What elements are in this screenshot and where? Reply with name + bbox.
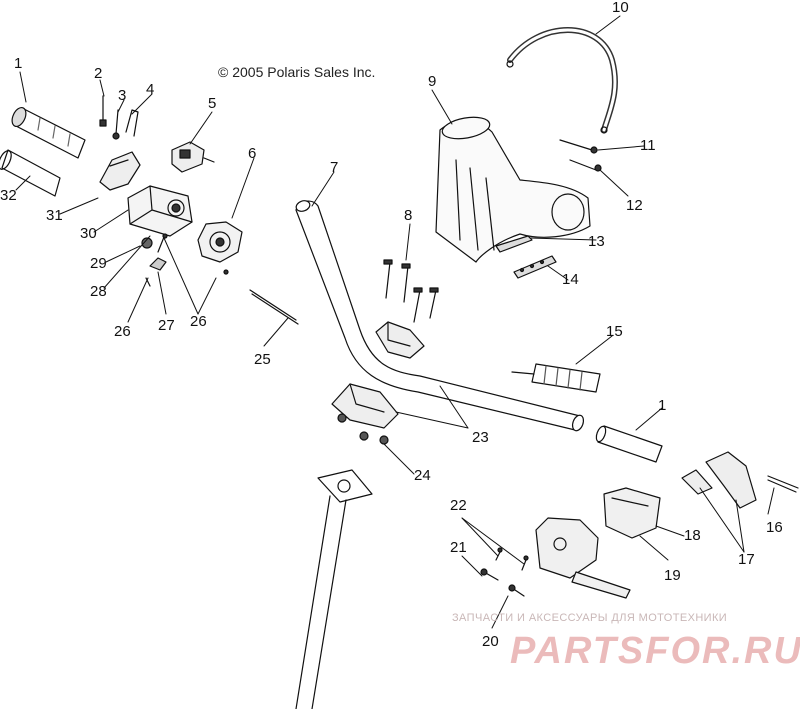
callout-31: 31 <box>46 207 63 224</box>
pod-9 <box>435 116 591 263</box>
callout-10: 10 <box>612 0 629 16</box>
callout-17: 17 <box>738 551 755 568</box>
callout-30: 30 <box>80 225 97 242</box>
leader-lines <box>15 15 775 629</box>
callout-21: 21 <box>450 539 467 556</box>
watermark-caption: ЗАПЧАСТИ И АКСЕССУАРЫ ДЛЯ МОТОТЕХНИКИ <box>452 612 728 624</box>
bolts-8 <box>383 259 439 323</box>
clamp-lower-23 <box>331 383 399 429</box>
callout-11: 11 <box>640 137 656 154</box>
callout-20: 20 <box>482 633 499 650</box>
screw-11 <box>559 139 598 154</box>
callout-5: 5 <box>208 95 217 112</box>
screw-2 <box>99 95 107 127</box>
screw-3 <box>112 109 120 140</box>
callout-4: 4 <box>146 81 155 98</box>
callout-25: 25 <box>254 351 271 368</box>
reservoir-18 <box>603 487 661 539</box>
screw-12 <box>569 159 602 172</box>
nuts-24 <box>337 413 389 445</box>
pin-16 <box>767 475 799 493</box>
switch-housing-6 <box>197 221 243 275</box>
sleeve-32 <box>0 149 61 197</box>
steering-column <box>295 469 373 709</box>
callout-19: 19 <box>664 567 681 584</box>
callout-13: 13 <box>588 233 605 250</box>
handlebar-7 <box>295 200 585 432</box>
callout-24: 24 <box>414 467 431 484</box>
callout-26-a: 26 <box>190 313 207 330</box>
screw-20 <box>508 584 525 597</box>
screw-22b <box>521 555 529 571</box>
trim-10 <box>506 27 618 134</box>
housing-30 <box>127 185 193 237</box>
callout-27: 27 <box>158 317 175 334</box>
callout-26-b: 26 <box>114 323 131 340</box>
callout-18: 18 <box>684 527 701 544</box>
grip-15 <box>511 363 601 393</box>
callout-1-right: 1 <box>658 397 667 414</box>
callout-8: 8 <box>404 207 413 224</box>
copyright-notice: © 2005 Polaris Sales Inc. <box>218 64 376 80</box>
callout-22: 22 <box>450 497 467 514</box>
cap-27 <box>149 257 167 271</box>
bracket-13 <box>495 235 533 253</box>
callout-28: 28 <box>90 283 107 300</box>
callout-15: 15 <box>606 323 623 340</box>
cable-25 <box>249 289 299 325</box>
callout-12: 12 <box>626 197 643 214</box>
watermark-logo: PARTSFOR.RU <box>510 630 800 672</box>
clamp-upper <box>375 321 425 359</box>
guard-17 <box>681 451 757 509</box>
screw-21 <box>480 568 499 581</box>
switch-5 <box>171 141 215 173</box>
callout-3: 3 <box>118 87 127 104</box>
throttle-lever-31 <box>99 151 141 191</box>
callout-7: 7 <box>330 159 339 176</box>
callout-9: 9 <box>428 73 437 90</box>
screw-22a <box>495 547 503 561</box>
bolt-28 <box>157 233 168 253</box>
screw-26a <box>145 277 151 287</box>
nut-29 <box>141 237 153 249</box>
callout-1-left: 1 <box>14 55 23 72</box>
callout-23: 23 <box>472 429 489 446</box>
cylinder-19 <box>535 517 631 599</box>
callout-14: 14 <box>562 271 579 288</box>
callout-16: 16 <box>766 519 783 536</box>
grip-right <box>595 425 663 463</box>
callout-29: 29 <box>90 255 107 272</box>
grip-left <box>11 106 86 159</box>
clip-14 <box>513 255 557 279</box>
callout-6: 6 <box>248 145 257 162</box>
callout-2: 2 <box>94 65 103 82</box>
callout-32: 32 <box>0 187 17 204</box>
